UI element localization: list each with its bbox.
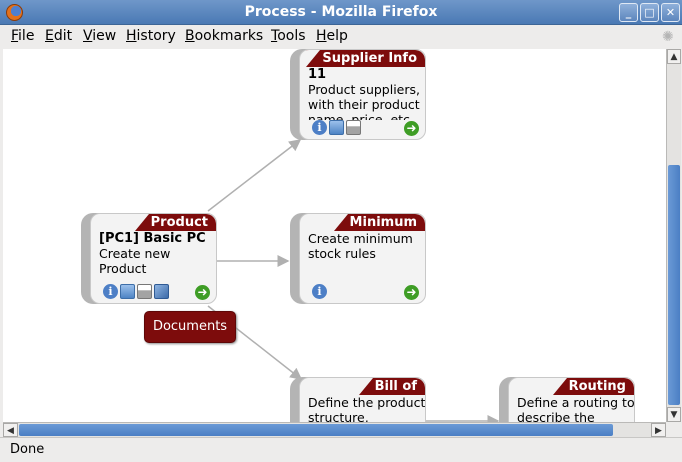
close-button[interactable]: ✕ [661, 3, 680, 22]
node-description: Define a routing to describe the [517, 395, 635, 422]
next-arrow-icon[interactable]: ➜ [195, 285, 210, 300]
scroll-left-arrow-icon[interactable]: ◀ [3, 423, 18, 437]
next-arrow-icon[interactable]: ➜ [404, 285, 419, 300]
menu-tools[interactable]: Tools [271, 28, 306, 44]
node-title: Minimum [333, 214, 425, 231]
scroll-up-arrow-icon[interactable]: ▲ [667, 49, 681, 64]
node-routing[interactable]: Routing Define a routing to describe the [499, 377, 635, 422]
info-icon[interactable]: i [103, 284, 118, 299]
menu-history[interactable]: History [126, 28, 176, 44]
node-title: Bill of [358, 378, 425, 395]
node-subtitle: [PC1] Basic PC [99, 231, 206, 246]
window-titlebar: Process - Mozilla Firefox _ □ ✕ [0, 0, 682, 25]
node-bill-of-materials[interactable]: Bill of Define the product structure, [290, 377, 426, 422]
firefox-icon [6, 4, 23, 21]
node-description: Product suppliers, with their product na… [308, 82, 420, 120]
window-title: Process - Mozilla Firefox [244, 4, 438, 20]
minimize-button[interactable]: _ [619, 3, 638, 22]
node-title: Supplier Info [306, 50, 425, 67]
node-description: Create new Product [99, 246, 171, 276]
throbber-icon: ✺ [662, 29, 674, 45]
node-title: Routing [552, 378, 634, 395]
scroll-down-arrow-icon[interactable]: ▼ [667, 407, 681, 422]
info-icon[interactable]: i [312, 120, 327, 135]
horizontal-scrollbar[interactable]: ◀ ▶ [3, 422, 666, 437]
maximize-button[interactable]: □ [640, 3, 659, 22]
status-bar: Done [0, 437, 682, 462]
vertical-scroll-thumb[interactable] [668, 165, 680, 405]
vertical-scrollbar[interactable]: ▲ ▼ [666, 49, 681, 422]
info-icon[interactable]: i [312, 284, 327, 299]
node-product[interactable]: Product [PC1] Basic PC Create new Produc… [81, 213, 217, 304]
node-description: Create minimum stock rules [308, 231, 413, 261]
status-text: Done [10, 442, 45, 457]
menu-help[interactable]: Help [316, 28, 348, 44]
menu-view[interactable]: View [83, 28, 117, 44]
print-icon[interactable] [346, 120, 361, 135]
node-subtitle: 11 [308, 67, 327, 82]
print-icon[interactable] [137, 284, 152, 299]
folder-icon[interactable] [329, 120, 344, 135]
folder-icon[interactable] [120, 284, 135, 299]
process-canvas: Supplier Info 11 Product suppliers, with… [3, 49, 666, 422]
node-supplier-info[interactable]: Supplier Info 11 Product suppliers, with… [290, 49, 426, 140]
edge-product-supplier [207, 139, 302, 212]
node-description: Define the product structure, [308, 395, 426, 422]
menu-edit[interactable]: Edit [45, 28, 73, 44]
group-icon[interactable] [154, 284, 169, 299]
documents-button[interactable]: Documents [144, 311, 236, 343]
menu-file[interactable]: File [11, 28, 35, 44]
node-minimum[interactable]: Minimum Create minimum stock rules i ➜ [290, 213, 426, 304]
menu-bar: File Edit View History Bookmarks Tools H… [0, 25, 682, 49]
node-title: Product [134, 214, 216, 231]
horizontal-scroll-thumb[interactable] [19, 424, 613, 436]
next-arrow-icon[interactable]: ➜ [404, 121, 419, 136]
scroll-right-arrow-icon[interactable]: ▶ [651, 423, 666, 437]
menu-bookmarks[interactable]: Bookmarks [185, 28, 264, 44]
